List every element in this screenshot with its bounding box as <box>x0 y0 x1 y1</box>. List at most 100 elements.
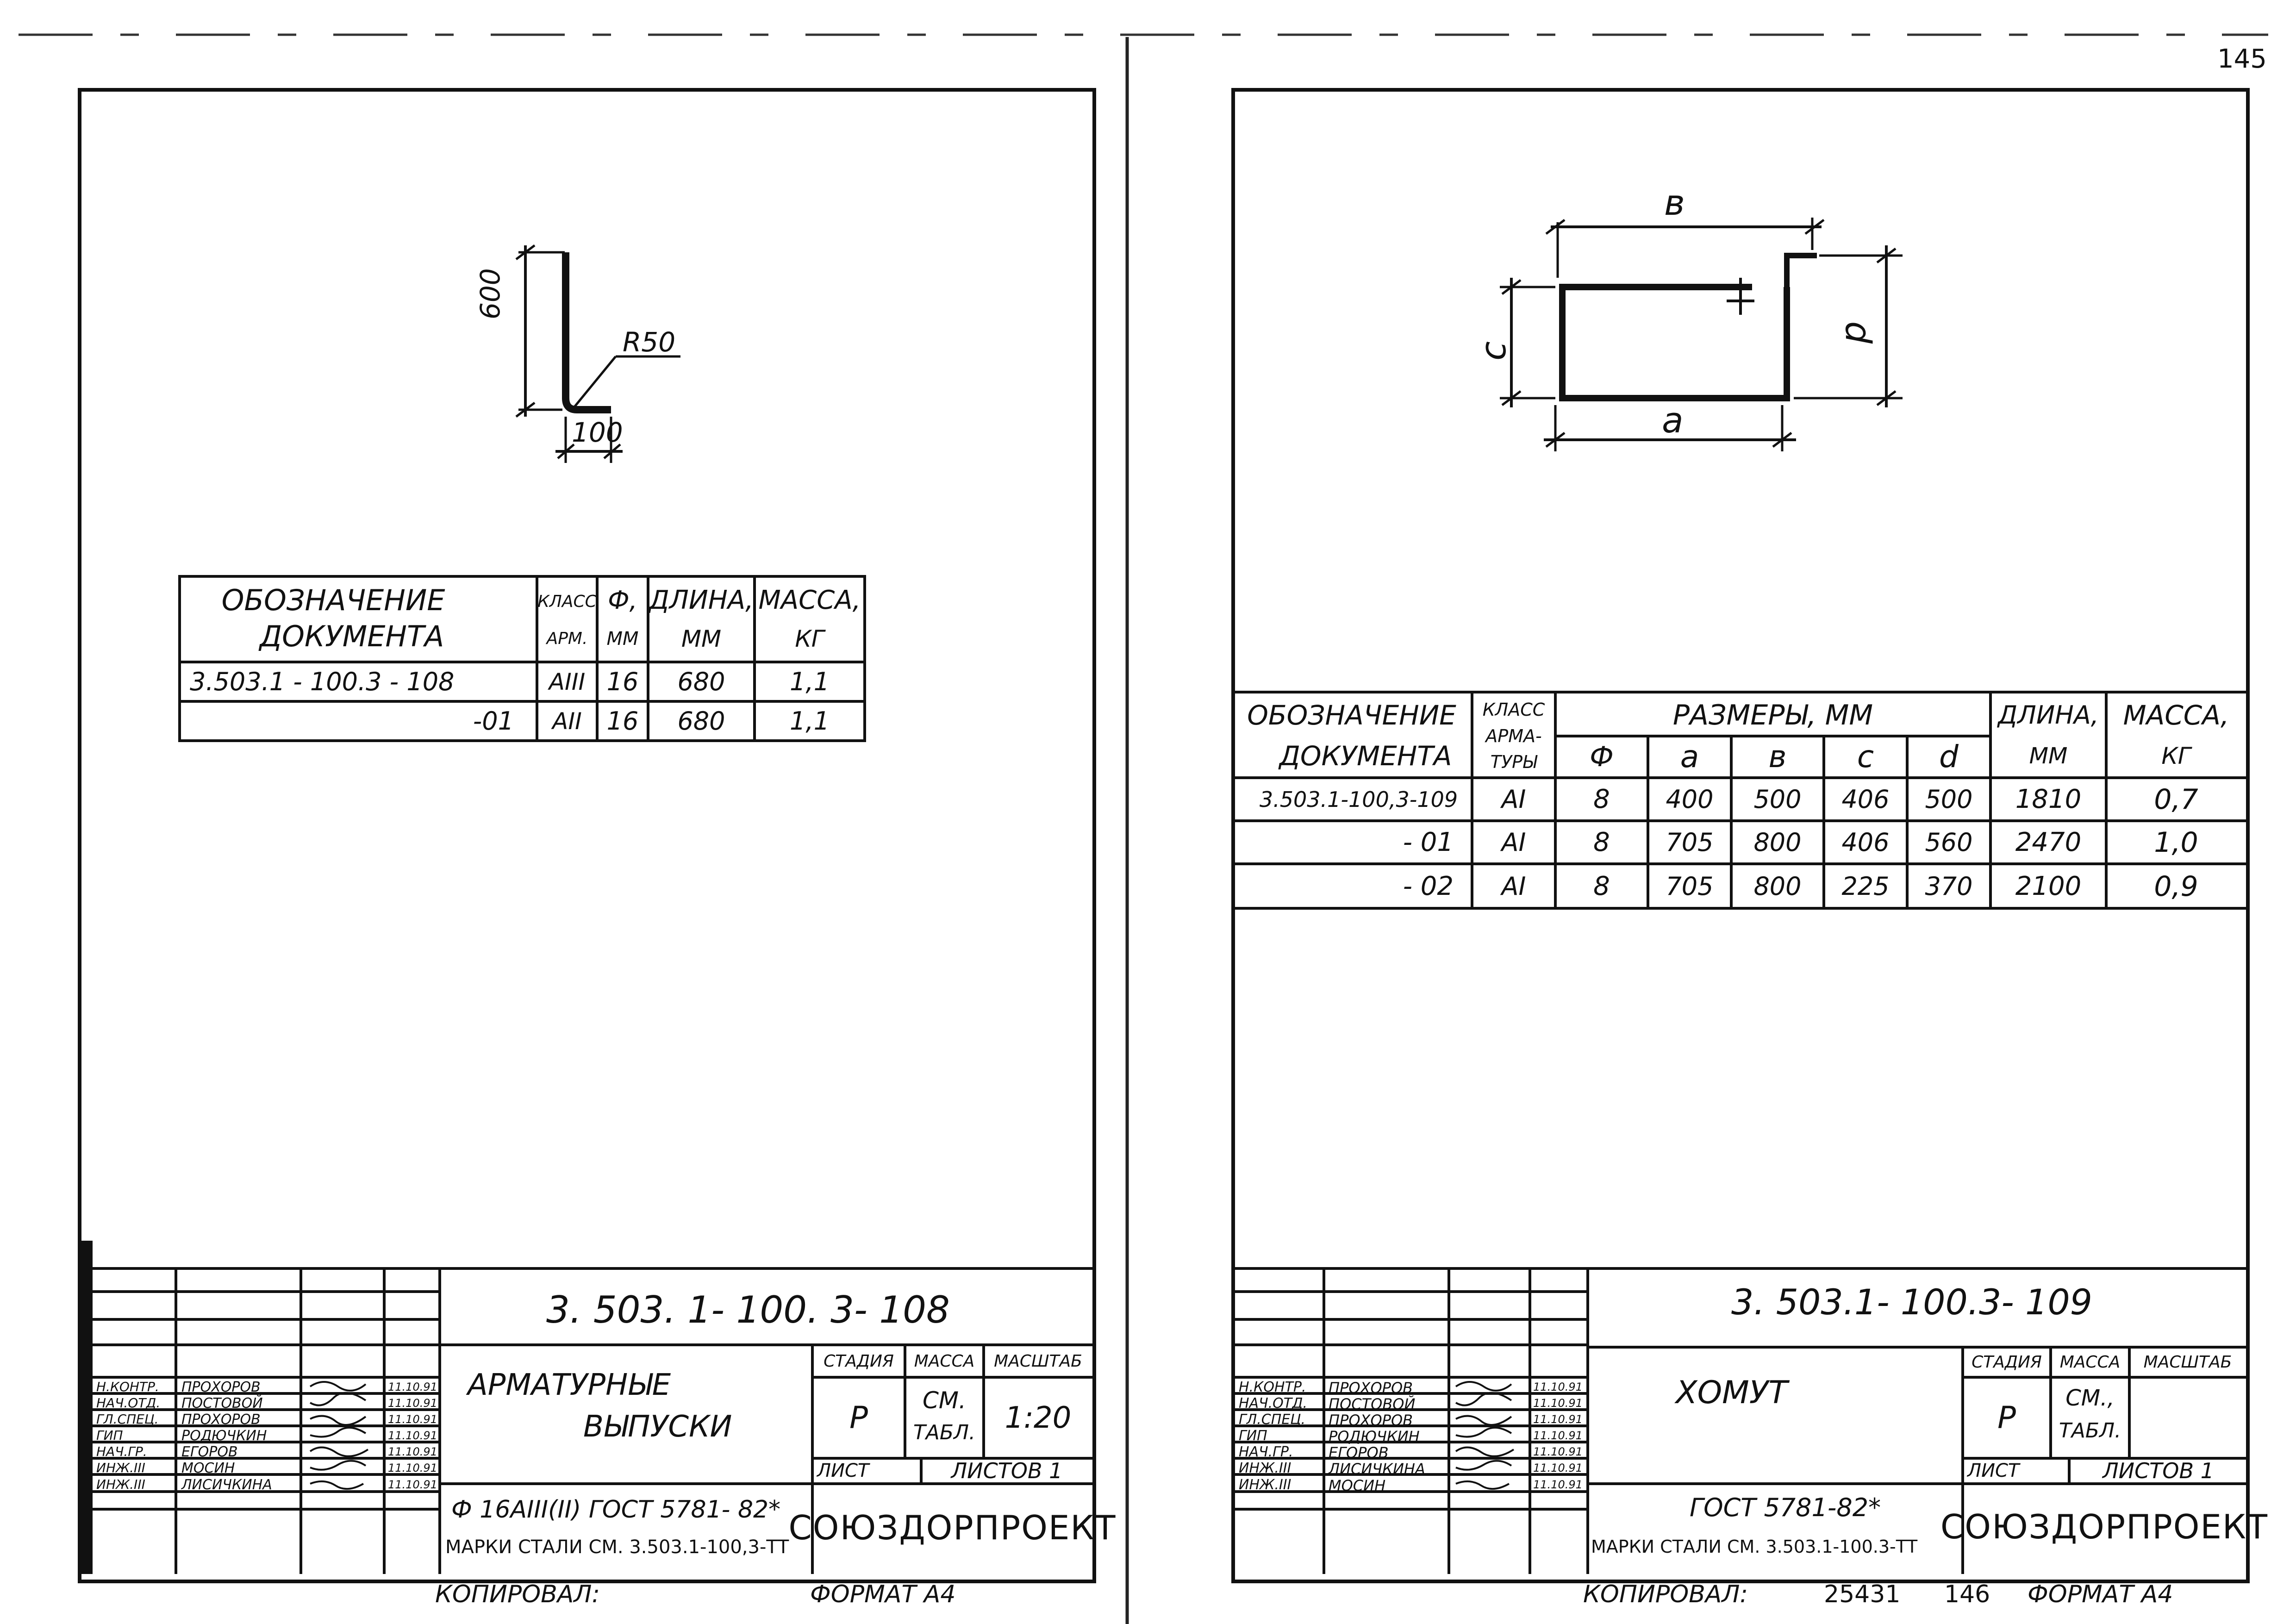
lt-h-diameter-2: ММ <box>606 628 639 650</box>
rt-r2-a: 705 <box>1666 872 1714 901</box>
right-sheet-label: ЛИСТ <box>1967 1460 2020 1481</box>
left-name-6: ЛИСИЧКИНА <box>181 1477 272 1493</box>
left-mass-2: ТАБЛ. <box>913 1421 976 1444</box>
left-role-1: НАЧ.ОТД. <box>96 1395 161 1411</box>
rt-r1-class: AI <box>1501 828 1526 857</box>
left-sheet-label: ЛИСТ <box>817 1460 869 1481</box>
lt-r1-mass: 1,1 <box>790 706 830 736</box>
lt-h-designation-2: ДОКУМЕНТА <box>259 619 444 653</box>
rt-h-b: в <box>1768 739 1787 775</box>
rt-r0-d: 500 <box>1925 785 1973 814</box>
left-material: Ф 16АIII(II) ГОСТ 5781- 82* <box>451 1496 781 1524</box>
right-date-0: 11.10.91 <box>1533 1380 1583 1393</box>
lt-h-length-1: ДЛИНА, <box>649 585 754 615</box>
left-scale-label: МАСШТАБ <box>994 1352 1082 1371</box>
right-date-6: 11.10.91 <box>1533 1478 1583 1491</box>
rt-h-length-1: ДЛИНА, <box>1998 700 2099 730</box>
left-mass-1: СМ. <box>923 1387 966 1414</box>
right-name-6: МОСИН <box>1329 1477 1386 1494</box>
rt-r0-class: AI <box>1501 785 1526 814</box>
left-name-2b: ПРОХОРОВ <box>181 1412 261 1428</box>
right-name: ХОМУТ <box>1676 1374 1788 1411</box>
left-scale: 1:20 <box>1004 1400 1072 1435</box>
rt-h-c: c <box>1857 739 1874 775</box>
lt-h-class-1: КЛАСС <box>537 592 597 611</box>
dim-a: a <box>1662 400 1684 441</box>
left-copied: КОПИРОВАЛ: <box>435 1580 600 1608</box>
rt-r2-b: 800 <box>1753 872 1802 901</box>
right-mass-2: ТАБЛ. <box>2059 1419 2121 1443</box>
rt-r0-c: 406 <box>1841 785 1890 814</box>
right-copy-page: 146 <box>1944 1580 1990 1608</box>
left-name-0: ПРОХОРОВ <box>181 1379 261 1395</box>
left-mass-label: МАССА <box>914 1352 975 1371</box>
rt-r0-mass: 0,7 <box>2154 783 2198 816</box>
rt-r0-a: 400 <box>1666 785 1714 814</box>
lt-r0-mass: 1,1 <box>790 667 830 696</box>
left-name-1b: ПОСТОВОЙ <box>181 1395 263 1412</box>
lt-r1-diameter: 16 <box>606 706 639 736</box>
rt-r2-class: AI <box>1501 872 1526 901</box>
lt-h-diameter-1: Ф, <box>608 586 637 615</box>
right-stage-label: СТАДИЯ <box>1972 1353 2042 1372</box>
rt-r1-diameter: 8 <box>1593 827 1610 857</box>
rt-r2-length: 2100 <box>2015 871 2082 901</box>
left-role-2: ГЛ.СПЕЦ. <box>96 1412 159 1427</box>
right-role-5: ИНЖ.III <box>1239 1460 1292 1476</box>
rt-h-class-2: АРМА- <box>1485 725 1542 746</box>
rt-h-mass-2: КГ <box>2161 743 2191 769</box>
right-name-5: ЛИСИЧКИНА <box>1329 1460 1425 1478</box>
left-date-3: 11.10.91 <box>388 1429 437 1442</box>
rt-r1-c: 406 <box>1841 828 1890 857</box>
right-steel-note: МАРКИ СТАЛИ СМ. 3.503.1-100.3-ТТ <box>1591 1537 1918 1557</box>
right-sheet-frame <box>1231 88 2250 1583</box>
lt-r0-designation: 3.503.1 - 100.3 - 108 <box>190 667 455 696</box>
rt-r0-b: 500 <box>1753 785 1802 814</box>
rt-h-class-3: ТУРЫ <box>1490 751 1537 772</box>
lt-r0-class: AIII <box>549 668 586 695</box>
right-name-1: ПОСТОВОЙ <box>1329 1395 1416 1413</box>
rt-r2-d: 370 <box>1925 872 1973 901</box>
right-role-4: НАЧ.ГР. <box>1239 1444 1293 1460</box>
right-scale-label: МАСШТАБ <box>2143 1353 2232 1372</box>
right-mass-1: СМ., <box>2065 1385 2115 1411</box>
left-role-0: Н.КОНТР. <box>96 1379 159 1394</box>
left-date-5: 11.10.91 <box>388 1462 437 1474</box>
dim-b: в <box>1664 182 1685 223</box>
left-date-1: 11.10.91 <box>388 1397 437 1410</box>
right-role-3: ГИП <box>1239 1428 1267 1444</box>
lt-h-mass-1: МАССА, <box>758 585 861 615</box>
rt-r0-length: 1810 <box>2015 784 2082 814</box>
right-name-4: ЕГОРОВ <box>1329 1444 1389 1462</box>
rt-h-designation-2: ДОКУМЕНТА <box>1279 740 1452 772</box>
right-role-6: ИНЖ.III <box>1239 1477 1292 1493</box>
lt-h-length-2: ММ <box>681 625 722 652</box>
left-org: СОЮЗДОРПРОЕКТ <box>788 1508 1117 1547</box>
dim-base: 100 <box>572 417 623 448</box>
rt-r1-mass: 1,0 <box>2154 826 2198 859</box>
right-material: ГОСТ 5781-82* <box>1690 1493 1881 1522</box>
left-steel-note: МАРКИ СТАЛИ СМ. 3.503.1-100,3-ТТ <box>445 1537 789 1558</box>
right-role-2: ГЛ.СПЕЦ. <box>1239 1412 1306 1428</box>
left-format: ФОРМАТ А4 <box>810 1580 956 1608</box>
left-date-4: 11.10.91 <box>388 1445 437 1458</box>
right-role-0: Н.КОНТР. <box>1239 1379 1306 1395</box>
left-name-3: РОДЮЧКИН <box>181 1428 267 1444</box>
rt-h-length-2: ММ <box>2029 743 2068 769</box>
right-name-3: РОДЮЧКИН <box>1329 1428 1420 1445</box>
lt-h-designation-1: ОБОЗНАЧЕНИЕ <box>221 583 445 617</box>
rt-h-sizes: РАЗМЕРЫ, ММ <box>1672 699 1873 731</box>
right-name-2: ПРОХОРОВ <box>1329 1412 1413 1429</box>
right-mass-label: МАССА <box>2059 1353 2121 1372</box>
right-copied: КОПИРОВАЛ: <box>1583 1580 1748 1608</box>
rt-h-mass-1: МАССА, <box>2123 700 2229 731</box>
rt-h-class-1: КЛАСС <box>1482 699 1545 720</box>
rt-r2-c: 225 <box>1841 872 1890 901</box>
